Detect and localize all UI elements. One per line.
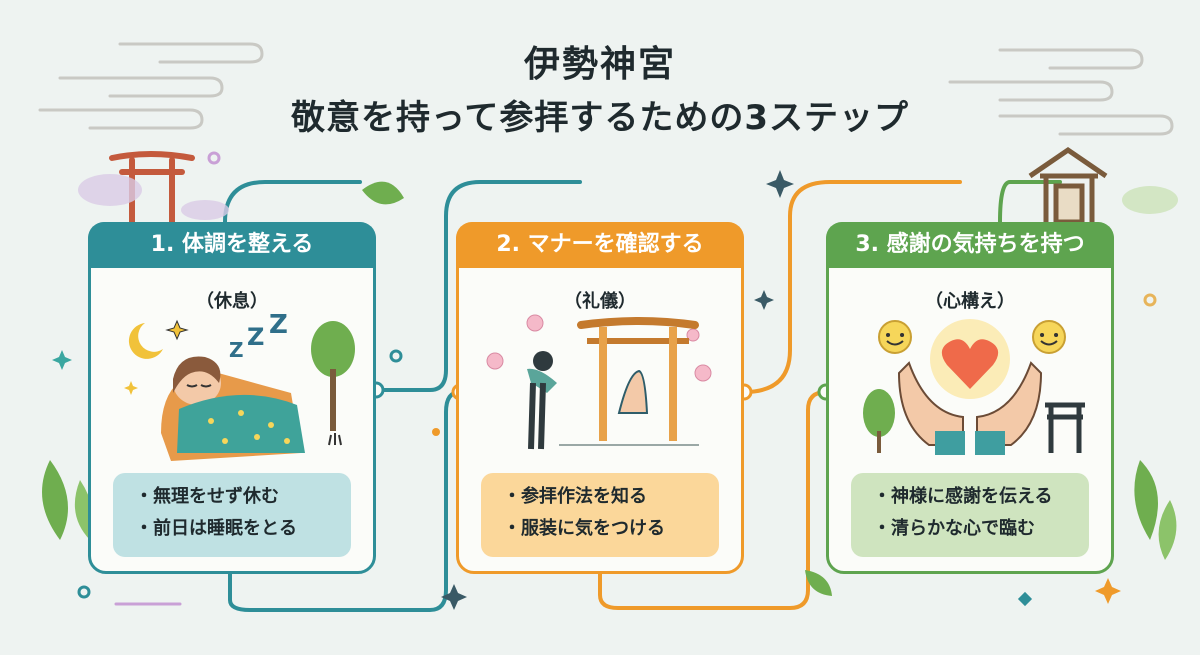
step-header: 1. 体調を整える <box>88 222 376 268</box>
step-card-1: 1. 体調を整える （休息） Z Z Z ・無理をせず休む ・前日は睡眠をとる <box>88 222 376 574</box>
step-card-2: 2. マナーを確認する （礼儀） ・参拝作法を知る ・服装に気をつける <box>456 222 744 574</box>
step-subtitle: （休息） <box>196 291 268 312</box>
step-subtitle: （礼儀） <box>564 291 636 312</box>
list-item: ・参拝作法を知る <box>503 486 647 507</box>
title-subtitle: 敬意を持って参拝するための3ステップ <box>291 98 909 138</box>
leaf-icon <box>42 181 1177 596</box>
step-points: ・神様に感謝を伝える ・清らかな心で臨む <box>851 473 1089 557</box>
sparkle-icon <box>52 170 1121 610</box>
title-main: 伊勢神宮 <box>523 44 676 85</box>
cloud-right-icon <box>948 48 1174 136</box>
svg-text:Z: Z <box>229 338 244 362</box>
step-subtitle: （心構え） <box>925 291 1015 312</box>
sleeping-person-icon: Z Z Z <box>124 313 355 461</box>
dot-decoration <box>77 151 1157 607</box>
list-item: ・無理をせず休む <box>135 486 279 507</box>
hands-holding-heart-icon <box>863 319 1085 455</box>
step-header: 2. マナーを確認する <box>456 222 744 268</box>
step-points: ・参拝作法を知る ・服装に気をつける <box>481 473 719 557</box>
list-item: ・清らかな心で臨む <box>873 518 1035 539</box>
list-item: ・服装に気をつける <box>503 518 665 539</box>
step-card-3: 3. 感謝の気持ちを持つ （心構え） ・神様に感謝を伝える ・清らかな心で臨む <box>826 222 1114 574</box>
list-item: ・神様に感謝を伝える <box>873 486 1053 507</box>
svg-text:Z: Z <box>269 313 288 340</box>
cloud-left-icon <box>38 42 264 130</box>
page-title: 伊勢神宮 敬意を持って参拝するための3ステップ <box>0 42 1200 142</box>
step-points: ・無理をせず休む ・前日は睡眠をとる <box>113 473 351 557</box>
svg-text:Z: Z <box>247 323 264 351</box>
list-item: ・前日は睡眠をとる <box>135 518 297 539</box>
bowing-at-torii-icon <box>486 314 712 450</box>
shrine-building-icon <box>1028 146 1108 225</box>
step-header: 3. 感謝の気持ちを持つ <box>826 222 1114 268</box>
